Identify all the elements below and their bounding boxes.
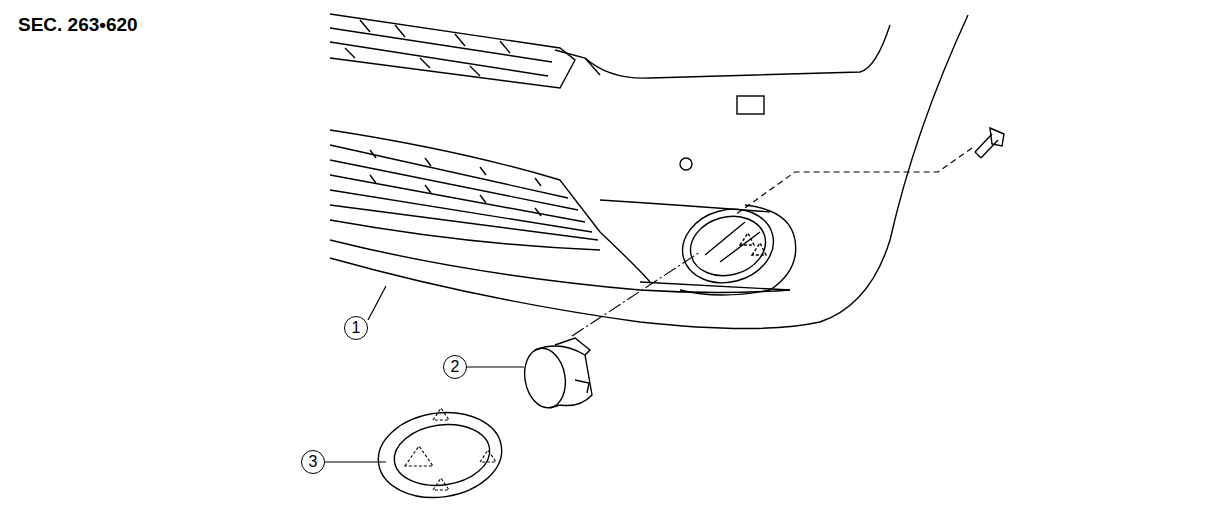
callout-number: 2 [443, 355, 467, 379]
callout-number: 1 [344, 316, 368, 340]
section-number: SEC. 263•620 [18, 14, 138, 36]
callout-number: 3 [301, 450, 325, 474]
